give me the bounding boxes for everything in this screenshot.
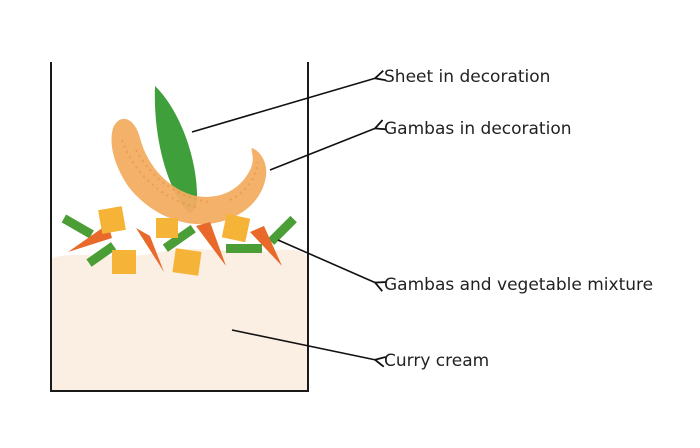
carrot-piece xyxy=(68,224,112,252)
carrot-piece xyxy=(250,226,282,266)
mango-dice xyxy=(98,206,126,234)
green-bean-piece xyxy=(226,244,262,253)
arrow-mixture xyxy=(277,239,376,283)
label-cream: Curry cream xyxy=(384,351,489,371)
vegetable-mixture xyxy=(61,206,297,276)
mango-dice xyxy=(172,248,202,276)
green-bean-piece xyxy=(162,224,196,252)
arrow-gambas xyxy=(269,128,376,171)
leaf-decoration xyxy=(154,86,198,213)
glass-outline xyxy=(50,62,309,392)
label-gambas: Gambas in decoration xyxy=(384,119,572,139)
arrow-cream xyxy=(231,329,376,360)
curry-cream-layer xyxy=(52,249,307,390)
carrot-piece xyxy=(196,222,226,266)
green-bean-piece xyxy=(61,214,94,239)
green-bean-piece xyxy=(267,215,297,245)
mango-dice xyxy=(221,213,251,243)
shrimp-texture xyxy=(121,139,259,209)
arrow-sheet xyxy=(191,78,376,133)
green-bean-piece xyxy=(86,242,117,267)
label-mixture: Gambas and vegetable mixture xyxy=(384,275,653,295)
label-sheet: Sheet in decoration xyxy=(384,67,550,87)
mango-dice xyxy=(112,250,136,274)
mango-dice xyxy=(156,218,178,238)
shrimp-decoration xyxy=(111,118,267,225)
carrot-piece xyxy=(136,228,164,272)
